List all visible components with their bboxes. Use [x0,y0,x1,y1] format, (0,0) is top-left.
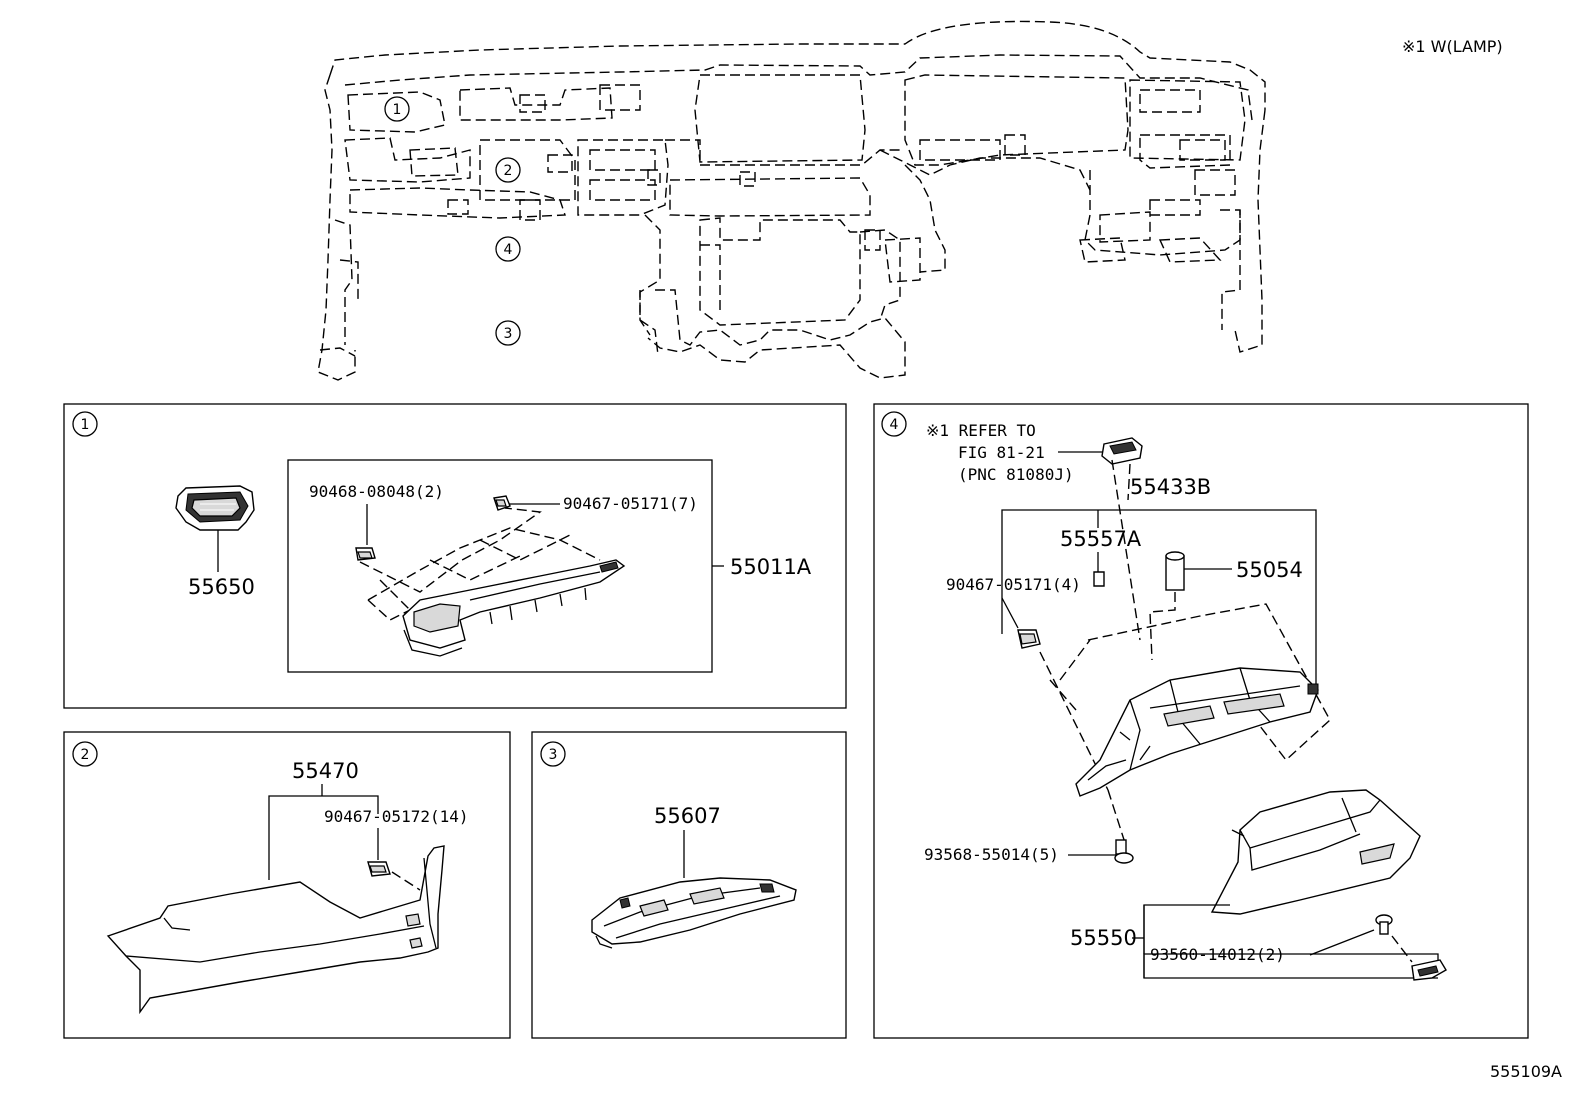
clip-05172-icon [367,861,391,877]
panel-2-badge: 2 [72,741,98,767]
label-55650: 55650 [188,575,255,599]
side-panel-55470 [106,845,445,1015]
overview-callout-3: 3 [495,320,521,346]
label-90467-05171-7: 90467-05171(7) [563,494,698,513]
switch-part-55650 [175,485,255,531]
label-55011A: 55011A [730,555,812,579]
panel-1-badge: 1 [72,411,98,437]
label-90467-05172: 90467-05172(14) [324,807,469,826]
overview-callout-4: 4 [495,236,521,262]
svg-text:2: 2 [81,747,90,763]
refer-note-line1: ※1 REFER TO [926,421,1036,440]
svg-text:3: 3 [504,326,513,342]
svg-text:1: 1 [81,417,90,433]
lamp-part-icon [1101,437,1143,465]
clip-55557A-icon [1093,571,1105,587]
refer-note-line3: (PNC 81080J) [958,465,1074,484]
glovebox-door-55550 [1210,789,1421,915]
screw-55014-icon [1114,839,1134,864]
svg-text:3: 3 [549,747,558,763]
label-93568-55014: 93568-55014(5) [924,845,1059,864]
clip-05171-4-icon [1017,629,1041,649]
panel-2: 2 55470 90467-05172(14) [63,731,511,1039]
overview-callout-2: 2 [495,157,521,183]
lamp-note: ※1 W(LAMP) [1402,37,1503,56]
panel-3-badge: 3 [540,741,566,767]
panel-3: 3 55607 [531,731,847,1039]
panel-4: 4 ※1 REFER TO FIG 81-21 (PNC 81080J) 554… [873,403,1529,1039]
label-55054: 55054 [1236,558,1303,582]
screw-14012-icon [1375,914,1393,935]
svg-text:2: 2 [504,163,513,179]
clip-05171-icon [493,495,511,511]
label-55433B: 55433B [1130,475,1211,499]
label-55607: 55607 [654,804,721,828]
label-55557A: 55557A [1060,527,1142,551]
refer-note-line2: FIG 81-21 [958,443,1045,462]
svg-text:1: 1 [393,102,402,118]
bumper-part-icon [1411,959,1447,981]
label-90468-08048: 90468-08048(2) [309,482,444,501]
svg-text:4: 4 [504,242,513,258]
svg-text:4: 4 [890,417,899,433]
dashboard-overview [317,20,1266,381]
damper-55054-icon [1165,551,1185,591]
panel-4-badge: 4 [881,411,907,437]
panel-1: 1 55650 55011A 90468-08048(2) 90467-0517… [63,403,847,709]
trim-panel-55011A [402,559,626,657]
drawing-number: 555109A [1490,1062,1562,1081]
overview-callout-1: 1 [384,96,410,122]
bracket-55607 [591,877,797,949]
label-55550: 55550 [1070,926,1137,950]
label-93560-14012: 93560-14012(2) [1150,945,1285,964]
label-55470: 55470 [292,759,359,783]
clip-08048-icon [355,547,376,561]
label-90467-05171-4: 90467-05171(4) [946,575,1081,594]
glovebox-frame-55433B [1075,667,1319,797]
